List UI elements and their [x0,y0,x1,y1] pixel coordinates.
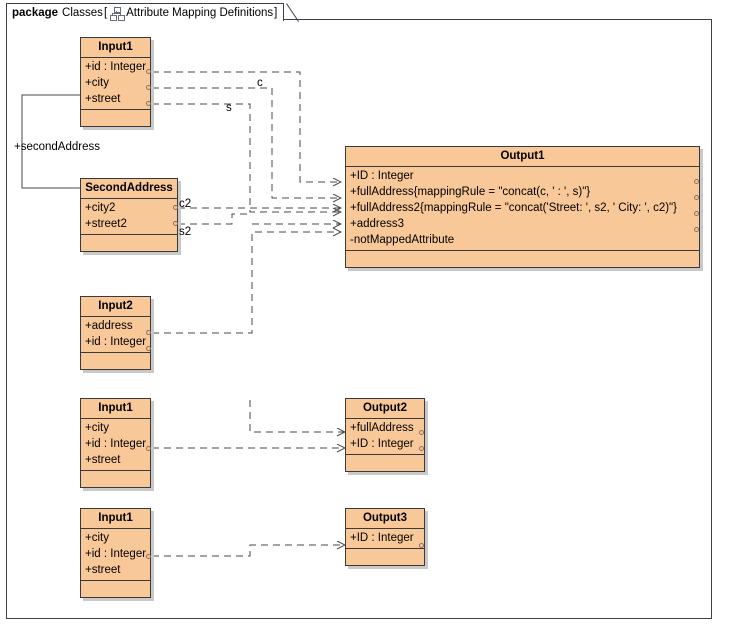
class-title: Input1 [81,38,150,58]
label-s: s [226,102,232,114]
class-output1[interactable]: Output1 +ID : Integer +fullAddress{mappi… [345,146,700,268]
package-keyword: package [12,6,59,19]
attribute-row: +street2 [85,218,127,230]
class-operations [81,581,150,595]
attribute-row: +city2 [85,202,116,214]
class-title: Output2 [346,399,424,419]
package-tab-slant [286,3,299,22]
port-output1-fullAddress[interactable] [694,195,699,200]
attribute-row: +street [85,93,121,105]
label-second-address-role: +secondAddress [14,141,100,153]
class-attributes: +ID : Integer [346,529,424,549]
attribute-row: +city [85,422,109,434]
class-operations [346,455,424,469]
port-output2-ID[interactable] [419,446,424,451]
label-c2: c2 [179,198,192,210]
class-operations [81,235,177,249]
class-title: Output3 [346,509,424,529]
class-attributes: +city2 +street2 [81,199,177,235]
port-output1-address3[interactable] [694,227,699,232]
port-input2-address[interactable] [146,330,151,335]
attribute-row: +ID : Integer [350,438,414,450]
port-input2-id[interactable] [146,346,151,351]
port-input1a-street[interactable] [146,101,151,106]
class-operations [81,471,150,485]
port-input1a-id[interactable] [146,69,151,74]
port-output3-ID[interactable] [419,543,424,548]
class-attributes: +fullAddress +ID : Integer [346,419,424,455]
label-c: c [257,77,263,89]
attribute-row: +id : Integer [85,336,147,348]
package-frame [6,19,712,619]
class-attributes: +city +id : Integer +street [81,419,150,471]
port-output1-ID[interactable] [694,179,699,184]
class-title: Input1 [81,399,150,419]
class-attributes: +ID : Integer +fullAddress{mappingRule =… [346,167,699,251]
attribute-row: +street [85,564,121,576]
class-title: Output1 [346,147,699,167]
attribute-row: +id : Integer [85,61,147,73]
package-tab[interactable]: package Classes [ Attribute Mapping Defi… [6,3,285,21]
attribute-row: -notMappedAttribute [350,234,455,246]
attribute-row: +address3 [350,218,405,230]
class-input1-b[interactable]: Input1 +city +id : Integer +street [80,398,151,488]
bracket-open: [ [103,6,108,19]
class-operations [81,110,150,124]
class-second-address[interactable]: SecondAddress +city2 +street2 [80,178,178,252]
attribute-row: +fullAddress [350,422,414,434]
attribute-row: +address [85,320,133,332]
attribute-row: +id : Integer [85,548,147,560]
class-input1-c[interactable]: Input1 +city +id : Integer +street [80,508,151,598]
port-secondaddress-street2[interactable] [173,221,178,226]
attribute-row: +id : Integer [85,438,147,450]
class-operations [346,549,424,563]
diagram-name: Attribute Mapping Definitions [126,6,274,19]
package-name: Classes [62,6,103,19]
class-output2[interactable]: Output2 +fullAddress +ID : Integer [345,398,425,472]
attribute-row: +ID : Integer [350,170,414,182]
attribute-row: +fullAddress2{mappingRule = "concat('Str… [350,202,677,214]
class-attributes: +address +id : Integer [81,317,150,353]
port-input1b-id[interactable] [146,446,151,451]
port-output1-fullAddress2[interactable] [694,211,699,216]
class-output3[interactable]: Output3 +ID : Integer [345,508,425,566]
attribute-row: +city [85,532,109,544]
class-attributes: +id : Integer +city +street [81,58,150,110]
class-title: SecondAddress [81,179,177,199]
bracket-close: ] [274,6,278,19]
class-attributes: +city +id : Integer +street [81,529,150,581]
port-input1c-id[interactable] [146,554,151,559]
attribute-row: +street [85,454,121,466]
label-s2: s2 [179,226,192,238]
port-secondaddress-city2[interactable] [173,205,178,210]
class-operations [346,251,699,265]
hierarchy-icon [110,6,126,21]
class-input1-a[interactable]: Input1 +id : Integer +city +street [80,37,151,127]
class-input2[interactable]: Input2 +address +id : Integer [80,296,151,370]
class-title: Input1 [81,509,150,529]
attribute-row: +ID : Integer [350,532,414,544]
port-input1a-city[interactable] [146,85,151,90]
class-title: Input2 [81,297,150,317]
attribute-row: +city [85,77,109,89]
class-operations [81,353,150,367]
port-output2-fullAddress[interactable] [419,430,424,435]
attribute-row: +fullAddress{mappingRule = "concat(c, ' … [350,186,591,198]
